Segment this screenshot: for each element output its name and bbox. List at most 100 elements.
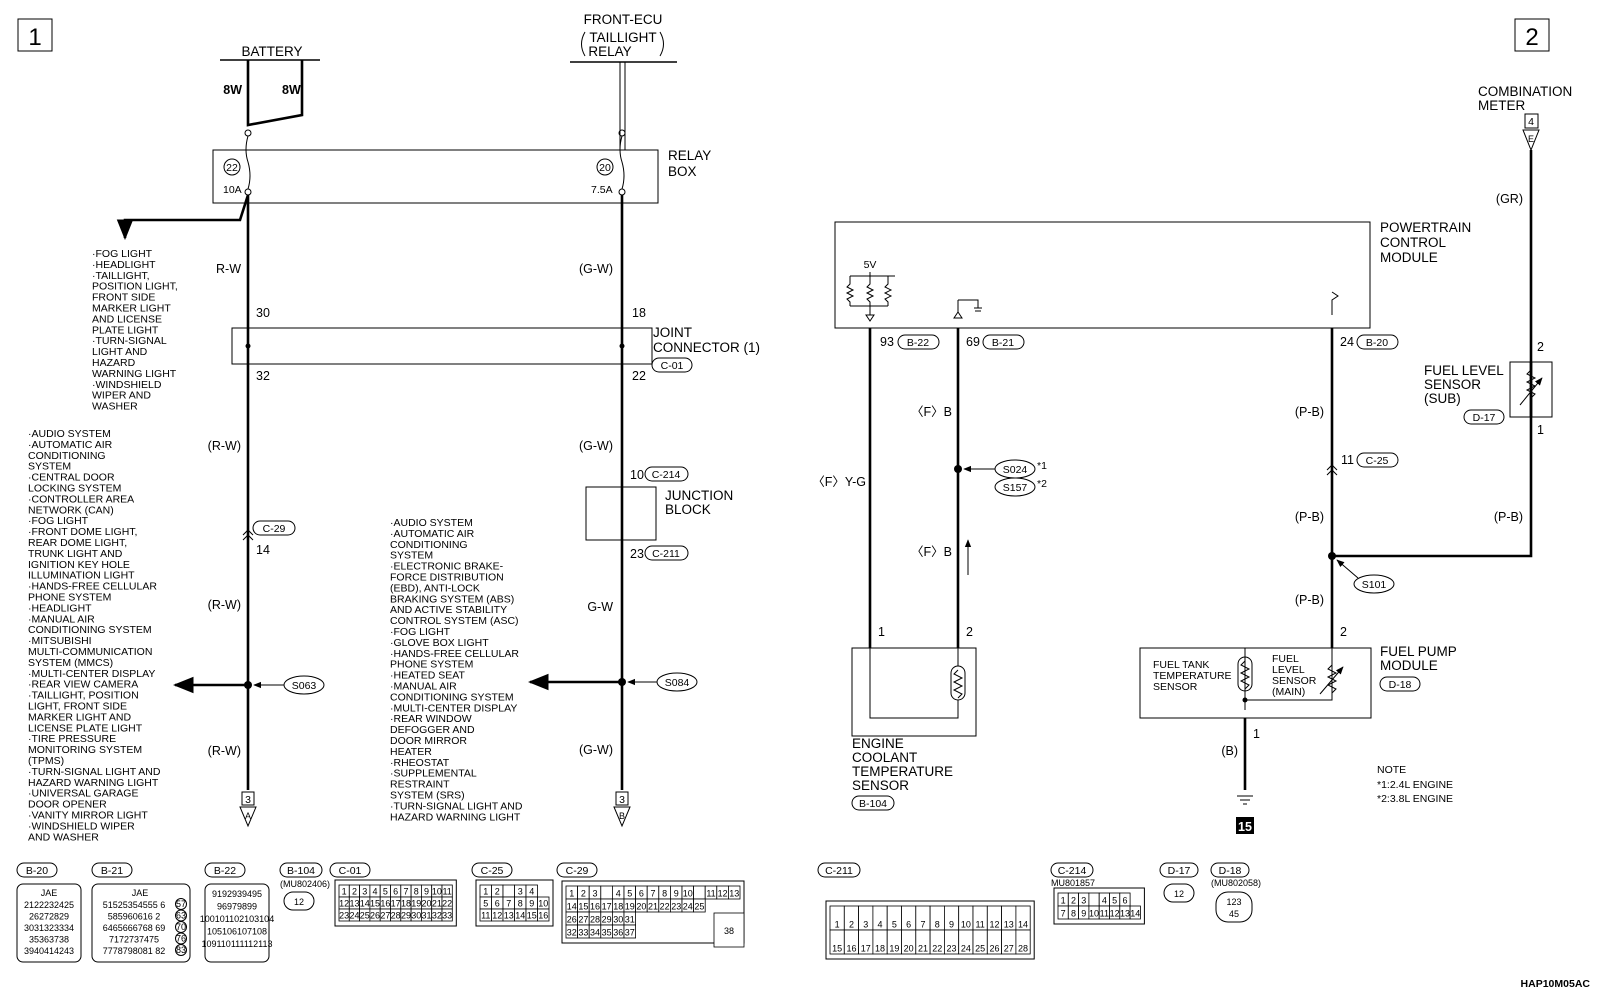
conn-d-18-label: D-18 bbox=[1389, 679, 1412, 691]
cv-pin-number: 20 bbox=[636, 902, 646, 912]
cv-pin-number: 11 bbox=[975, 920, 984, 930]
s084-branch-item: HAZARD WARNING LIGHT bbox=[390, 811, 521, 823]
cv-pin-number: 9 bbox=[949, 920, 954, 930]
cv-b-22-body bbox=[204, 883, 270, 963]
cv-d-17-label: D-17 bbox=[1168, 865, 1191, 877]
fuse-22-circle bbox=[223, 158, 241, 176]
cv-c-29-big-pin bbox=[713, 912, 745, 948]
cv-pin-number: 8 bbox=[935, 920, 940, 930]
cv-pin-number: 1 bbox=[342, 887, 347, 897]
ground-ref-box bbox=[1236, 817, 1254, 834]
ftts-thermistor bbox=[1237, 656, 1253, 692]
cv-pin-number: 29 bbox=[401, 911, 411, 921]
cv-pin-cell bbox=[623, 924, 637, 939]
relay-box-label: RELAY bbox=[668, 148, 711, 163]
cv-pin-number: 4 bbox=[1102, 896, 1107, 906]
s084-branch-item: ·SUPPLEMENTAL bbox=[390, 768, 477, 780]
fuse-20-rating: 7.5A bbox=[591, 184, 613, 196]
cv-pin-row: 3031323334 bbox=[24, 923, 74, 933]
pcm-box bbox=[834, 221, 1371, 329]
s063-branch-item: ·AUTOMATIC AIR bbox=[28, 439, 113, 451]
wire-label-g-w-3: G-W bbox=[587, 600, 613, 614]
page-number-1: 1 bbox=[28, 24, 41, 51]
cv-pin-cell bbox=[693, 898, 706, 913]
page-number-box-2 bbox=[1514, 18, 1550, 52]
cv-pin-number: 19 bbox=[625, 902, 635, 912]
s063-branch-item: ·TAILLIGHT, POSITION bbox=[28, 690, 139, 702]
cv-pin-number: 15 bbox=[370, 899, 380, 909]
cv-pin-number: 1 bbox=[483, 887, 488, 897]
cv-pin-number: 16 bbox=[846, 944, 856, 954]
conn-c-25-badge bbox=[1356, 452, 1399, 468]
wire-label-g-w: (G-W) bbox=[579, 262, 613, 276]
conn-b-20-badge bbox=[1356, 334, 1399, 350]
cv-pin-side-label: 63 bbox=[176, 911, 186, 921]
cv-c-25-label: C-25 bbox=[481, 865, 504, 877]
s084-branch-item: CONDITIONING SYSTEM bbox=[390, 691, 514, 703]
cv-pin-number: 27 bbox=[578, 915, 588, 925]
cv-pin-number: 2 bbox=[1071, 896, 1076, 906]
cv-pin-row: 3940414243 bbox=[24, 946, 74, 956]
cv-body bbox=[1053, 887, 1145, 925]
fuse-22-rating: 10A bbox=[223, 184, 242, 196]
cv-c-214-label: C-214 bbox=[1058, 865, 1087, 877]
fuse-20-number: 20 bbox=[599, 162, 611, 174]
splice-s157: S157 bbox=[1003, 482, 1028, 494]
s063-branch-item: ·MULTI-CENTER DISPLAY bbox=[28, 668, 155, 680]
arrow-e-icon bbox=[1522, 129, 1540, 152]
fuse-22-number: 22 bbox=[226, 162, 238, 174]
s084-branch-item: SYSTEM bbox=[390, 550, 433, 562]
s063-branch-item: LOCKING SYSTEM bbox=[28, 483, 121, 495]
wire-label-b: (B) bbox=[1221, 744, 1238, 758]
pin-2-fpm: 2 bbox=[1340, 625, 1347, 639]
cv-pin-number: 33 bbox=[442, 911, 452, 921]
fls-main-variable bbox=[1319, 666, 1344, 695]
cv-c-29-label: C-29 bbox=[566, 865, 589, 877]
cv-b-20-body bbox=[16, 883, 82, 963]
wire-label-f-b-2: 〈F〉B bbox=[911, 545, 952, 559]
s084-branch-item: CONTROL SYSTEM (ASC) bbox=[390, 615, 519, 627]
cv-pin-number: 8 bbox=[1071, 909, 1076, 919]
cv-b-21-body bbox=[91, 883, 191, 963]
cv-pin-number: 9 bbox=[529, 899, 534, 909]
cv-b-104-label: B-104 bbox=[287, 865, 315, 877]
cv-pin-number: 22 bbox=[932, 944, 942, 954]
cv-b-21-label: B-21 bbox=[101, 865, 123, 877]
arrow-b-icon bbox=[613, 806, 631, 828]
cv-pin-number: 9 bbox=[674, 889, 679, 899]
front-ecu-taillight: TAILLIGHT bbox=[589, 30, 656, 45]
wire-label-gr: (GR) bbox=[1496, 192, 1523, 206]
s084-branch-item: BRAKING SYSTEM (ABS) bbox=[390, 593, 514, 605]
cv-pin-number: 23 bbox=[339, 911, 349, 921]
fuse-22-link bbox=[245, 135, 251, 190]
ects-box bbox=[851, 647, 977, 737]
cv-pin-number: 12 bbox=[492, 911, 502, 921]
paren-right bbox=[659, 31, 664, 57]
cv-pin-number: 2 bbox=[581, 889, 586, 899]
s084-branch-item: PHONE SYSTEM bbox=[390, 659, 473, 671]
s063-branch-item: AND WASHER bbox=[28, 831, 99, 843]
cv-pin-number: 10 bbox=[961, 920, 971, 930]
cv-pin-number: 13 bbox=[1004, 920, 1014, 930]
cv-pin-number: 28 bbox=[391, 911, 401, 921]
cv-d-18-bot: 45 bbox=[1229, 909, 1239, 919]
joint-connector-label-2: CONNECTOR (1) bbox=[653, 340, 760, 355]
s063-branch-item: SYSTEM (MMCS) bbox=[28, 657, 113, 669]
cv-pin-number: 10 bbox=[432, 887, 442, 897]
cv-pin-number: 20 bbox=[904, 944, 914, 954]
cv-pin-number: 12 bbox=[718, 889, 728, 899]
pin-1-fls-sub: 1 bbox=[1537, 423, 1544, 437]
cv-pin-number: 31 bbox=[625, 915, 635, 925]
fuel-pump-node bbox=[1242, 697, 1248, 703]
conn-b-22-badge bbox=[897, 334, 940, 350]
relay-branch-item: WIPER AND bbox=[92, 390, 151, 402]
relay-branch-item: ·TURN-SIGNAL bbox=[92, 335, 167, 347]
cv-pin-number: 26 bbox=[370, 911, 380, 921]
cv-d-17-pins: 12 bbox=[1174, 889, 1184, 899]
ects-label-4: SENSOR bbox=[852, 778, 909, 793]
cv-pin-number: 13 bbox=[729, 889, 739, 899]
cv-b-20-pins: 2122232425262728293031323334353637383940… bbox=[24, 900, 74, 956]
arrow-a-box bbox=[241, 791, 255, 806]
cv-pin-number: 35 bbox=[602, 928, 612, 938]
